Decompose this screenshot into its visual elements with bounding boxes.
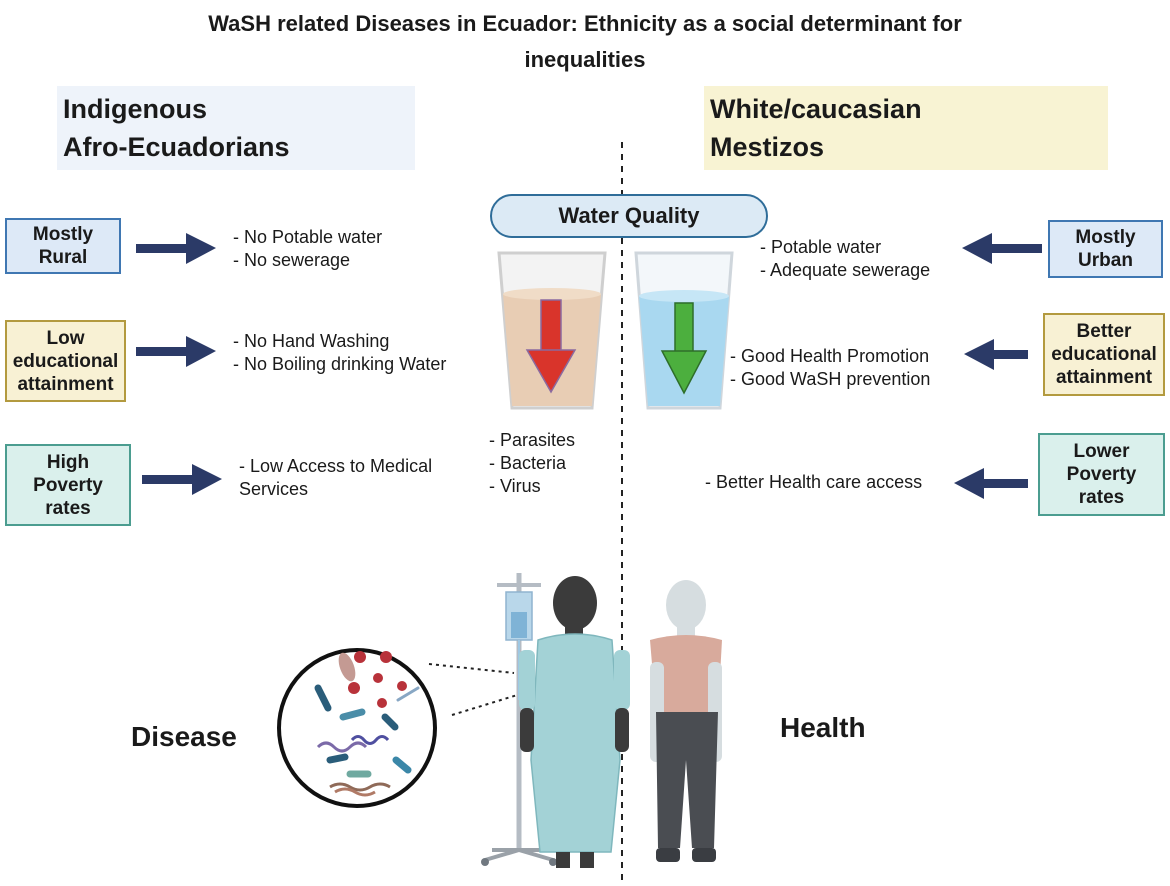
bacteria-shapes <box>314 684 420 778</box>
effects-better-education: - Good Health Promotion - Good WaSH prev… <box>730 345 930 391</box>
spiral-bacteria <box>316 735 391 797</box>
diagram-title: WaSH related Diseases in Ecuador: Ethnic… <box>0 6 1170 78</box>
effect-item: Services <box>239 479 309 499</box>
dirty-water-down-arrow <box>525 299 577 394</box>
effects-high-poverty: - Low Access to Medical Services <box>239 455 432 501</box>
right-group-line-2: Mestizos <box>710 132 825 162</box>
left-group-line-1: Indigenous <box>63 94 207 124</box>
factor-line: Rural <box>38 247 88 268</box>
effect-item: - Better Health care access <box>705 472 923 492</box>
left-arrow-3 <box>142 464 222 495</box>
factor-line: Mostly <box>32 224 94 245</box>
factor-line: attainment <box>1055 367 1153 388</box>
dirty-water-glass <box>497 251 607 410</box>
effects-urban: - Potable water - Adequate sewerage <box>760 236 930 282</box>
factor-line: Poverty <box>1066 464 1137 485</box>
factor-line: Poverty <box>33 474 103 496</box>
parasite-shape <box>338 652 356 682</box>
effect-item: - No Boiling drinking Water <box>233 354 447 374</box>
factor-line: rates <box>45 497 91 519</box>
pathogen-magnifier <box>277 648 528 808</box>
right-group-header: White/caucasian Mestizos <box>704 86 1108 170</box>
clean-water-glass <box>634 251 734 410</box>
pathogen-list: - Parasites - Bacteria - Virus <box>489 429 575 498</box>
effect-item: - No sewerage <box>233 250 351 270</box>
factor-line: Low <box>46 327 85 349</box>
sick-person-illustration <box>519 576 630 868</box>
title-line-1: WaSH related Diseases in Ecuador: Ethnic… <box>208 11 962 36</box>
factor-line: Mostly <box>1075 227 1136 248</box>
factor-line: rates <box>1078 487 1125 508</box>
effects-lower-poverty: - Better Health care access <box>705 471 922 494</box>
effect-item: - No Potable water <box>233 227 383 247</box>
left-arrow-1 <box>136 233 216 264</box>
pathogen-item: - Bacteria <box>489 453 567 473</box>
title-line-2: inequalities <box>524 47 646 72</box>
factor-line: educational <box>12 350 119 372</box>
effects-low-education: - No Hand Washing - No Boiling drinking … <box>233 330 446 376</box>
factor-line: Better <box>1076 321 1132 342</box>
clean-water-down-arrow <box>660 302 708 395</box>
effects-rural: - No Potable water - No sewerage <box>233 226 382 272</box>
pathogen-item: - Virus <box>489 476 541 496</box>
right-group-line-1: White/caucasian <box>710 94 922 124</box>
effect-item: - Adequate sewerage <box>760 260 931 280</box>
pathogen-item: - Parasites <box>489 430 576 450</box>
effect-item: - Good WaSH prevention <box>730 369 931 389</box>
factor-line: High <box>46 451 90 473</box>
left-arrow-2 <box>136 336 216 367</box>
water-quality-label: Water Quality <box>490 194 768 238</box>
factor-line: attainment <box>17 373 114 395</box>
health-label: Health <box>780 712 866 743</box>
factor-line: Lower <box>1073 441 1130 462</box>
effect-item: - Low Access to Medical <box>239 456 433 476</box>
factor-line: educational <box>1051 344 1157 365</box>
disease-label: Disease <box>131 721 237 752</box>
right-arrow-1 <box>962 233 1042 264</box>
virus-particles <box>348 651 407 708</box>
effect-item: - No Hand Washing <box>233 331 390 351</box>
right-arrow-3 <box>954 468 1028 499</box>
effect-item: - Potable water <box>760 237 882 257</box>
healthy-person-illustration <box>650 580 722 862</box>
right-arrow-2 <box>964 339 1028 370</box>
left-group-line-2: Afro-Ecuadorians <box>63 132 290 162</box>
left-group-header: Indigenous Afro-Ecuadorians <box>57 86 415 170</box>
effect-item: - Good Health Promotion <box>730 346 930 366</box>
factor-line: Urban <box>1078 250 1133 271</box>
iv-stand <box>481 573 557 866</box>
